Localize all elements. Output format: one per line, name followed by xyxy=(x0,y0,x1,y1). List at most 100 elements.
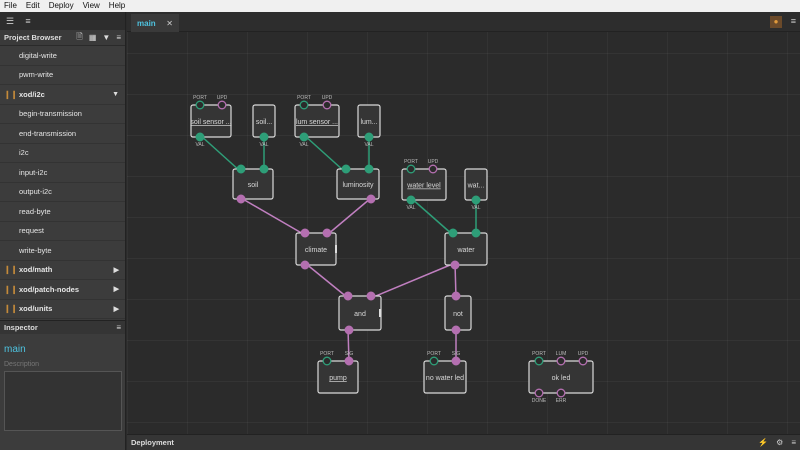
left-sidebar: ☰ ≡ Project Browser 🗎 ▦ ▼ ≡ digital-writ… xyxy=(0,12,126,450)
node-label: lum sensor ... xyxy=(296,119,338,126)
pin-label: ERR xyxy=(556,398,567,404)
patch-row[interactable]: read-byte xyxy=(0,202,125,222)
library-books-icon: ❙❙ xyxy=(4,304,18,314)
filter-icon[interactable]: ▼ xyxy=(102,33,111,42)
menu-deploy[interactable]: Deploy xyxy=(48,1,74,10)
inspector-title: Inspector xyxy=(4,323,38,332)
upload-icon[interactable]: ⚡ xyxy=(758,438,769,447)
row-label: output-i2c xyxy=(19,187,52,197)
variadic-handle xyxy=(335,245,337,253)
in-pin xyxy=(364,164,374,174)
val-pin xyxy=(259,132,269,142)
row-label: begin-transmission xyxy=(19,109,82,119)
in-pin xyxy=(366,291,376,301)
chevron-right-icon[interactable]: ▶ xyxy=(113,266,119,274)
row-label: input-i2c xyxy=(19,167,48,177)
user-icon[interactable]: ● xyxy=(770,16,782,28)
description-field[interactable] xyxy=(4,371,122,431)
new-patch-icon[interactable]: 🗎 xyxy=(76,31,83,41)
library-row[interactable]: ❙❙xod/units ▶ xyxy=(0,300,125,319)
tab-main[interactable]: main ✕ xyxy=(131,14,179,32)
node-label: water xyxy=(456,247,475,254)
err-pin xyxy=(556,388,566,398)
patch-row[interactable]: digital-write xyxy=(0,46,125,66)
link-wire xyxy=(326,197,372,236)
patch-row[interactable]: i2c xyxy=(0,144,125,163)
pin-label: UPD xyxy=(322,95,333,101)
port-pin xyxy=(406,164,416,174)
node-label: soil sensor ... xyxy=(190,119,231,126)
patch-row[interactable]: write-byte xyxy=(0,241,125,261)
menu-icon[interactable]: ≡ xyxy=(791,438,796,447)
menu-file[interactable]: File xyxy=(4,1,17,10)
row-label: digital-write xyxy=(19,50,57,60)
in-pin xyxy=(322,228,332,238)
hamburger-icon[interactable]: ≡ xyxy=(790,16,796,26)
pin-label: LUM xyxy=(556,351,567,357)
node-label: water level xyxy=(406,183,441,190)
pin-label: PORT xyxy=(404,159,418,165)
chevron-right-icon[interactable]: ▶ xyxy=(113,305,119,313)
link-wire xyxy=(199,134,241,172)
port-pin xyxy=(429,356,439,366)
pin-label: UPD xyxy=(428,159,439,165)
node-water-level xyxy=(401,168,447,201)
library-row[interactable]: ❙❙xod/patch-nodes▶ xyxy=(0,280,125,300)
patch-row[interactable]: end-transmission xyxy=(0,124,125,144)
val-pin xyxy=(471,195,481,205)
pin-label: SIG xyxy=(345,351,354,357)
node-label: not xyxy=(453,311,463,318)
project-tree-icon[interactable]: ☰ xyxy=(5,16,15,26)
patch-row[interactable]: pwm-write xyxy=(0,66,125,85)
pin-label: PORT xyxy=(193,95,207,101)
pin-label: PORT xyxy=(427,351,441,357)
pin-label: SIG xyxy=(452,351,461,357)
link-wire xyxy=(410,197,454,236)
menu-help[interactable]: Help xyxy=(108,1,126,10)
port-pin xyxy=(195,100,205,110)
patch-row[interactable]: input-i2c xyxy=(0,163,125,183)
patch-row[interactable]: request xyxy=(0,222,125,241)
node-no-water-led xyxy=(423,360,467,394)
project-browser-list: digital-write pwm-write ❙❙ xod/i2c ▼ begin-tr… xyxy=(0,46,125,320)
in-pin xyxy=(341,164,351,174)
out-pin xyxy=(236,194,246,204)
patch-canvas[interactable]: soil sensor ...soil...lum sensor ...lum.… xyxy=(127,32,800,434)
chevron-right-icon[interactable]: ▶ xyxy=(113,286,119,294)
node-label: soil xyxy=(248,182,259,189)
menu-edit[interactable]: Edit xyxy=(25,1,40,10)
row-label: xod/i2c xyxy=(19,89,45,99)
debug-icon[interactable]: ⚙ xyxy=(776,438,784,447)
library-row[interactable]: ❙❙xod/i2c▼ xyxy=(0,85,125,105)
pin-label: PORT xyxy=(532,351,546,357)
library-books-icon: ❙❙ xyxy=(4,265,18,275)
pin-label: DONE xyxy=(532,398,547,404)
pin-label: PORT xyxy=(320,351,334,357)
sidebar-toolbar: ☰ ≡ xyxy=(0,12,125,30)
tab-label: main xyxy=(137,18,156,28)
port-pin xyxy=(534,356,544,366)
deployment-label[interactable]: Deployment xyxy=(131,438,174,447)
upd-pin xyxy=(578,356,588,366)
upd-pin xyxy=(217,100,227,110)
menu-icon[interactable]: ≡ xyxy=(116,33,121,42)
port-pin xyxy=(322,356,332,366)
chevron-down-icon[interactable]: ▼ xyxy=(112,90,119,98)
row-label: xod/units xyxy=(19,304,53,314)
inspector-menu-icon[interactable]: ≡ xyxy=(116,323,121,332)
node-soil-sensor xyxy=(190,104,232,138)
library-icon[interactable]: ▦ xyxy=(88,33,97,42)
patch-row[interactable]: begin-transmission xyxy=(0,105,125,124)
node-water xyxy=(444,232,488,266)
sliders-icon[interactable]: ≡ xyxy=(25,16,31,26)
node-pump xyxy=(317,360,359,394)
library-row[interactable]: ❙❙xod/math▶ xyxy=(0,261,125,280)
node-luminosity xyxy=(336,168,380,200)
menu-view[interactable]: View xyxy=(82,1,100,10)
patch-row[interactable]: output-i2c xyxy=(0,183,125,202)
close-icon[interactable]: ✕ xyxy=(166,18,173,28)
pin-label: UPD xyxy=(578,351,589,357)
inspector-header: Inspector ≡ xyxy=(0,320,125,334)
val-pin xyxy=(364,132,374,142)
